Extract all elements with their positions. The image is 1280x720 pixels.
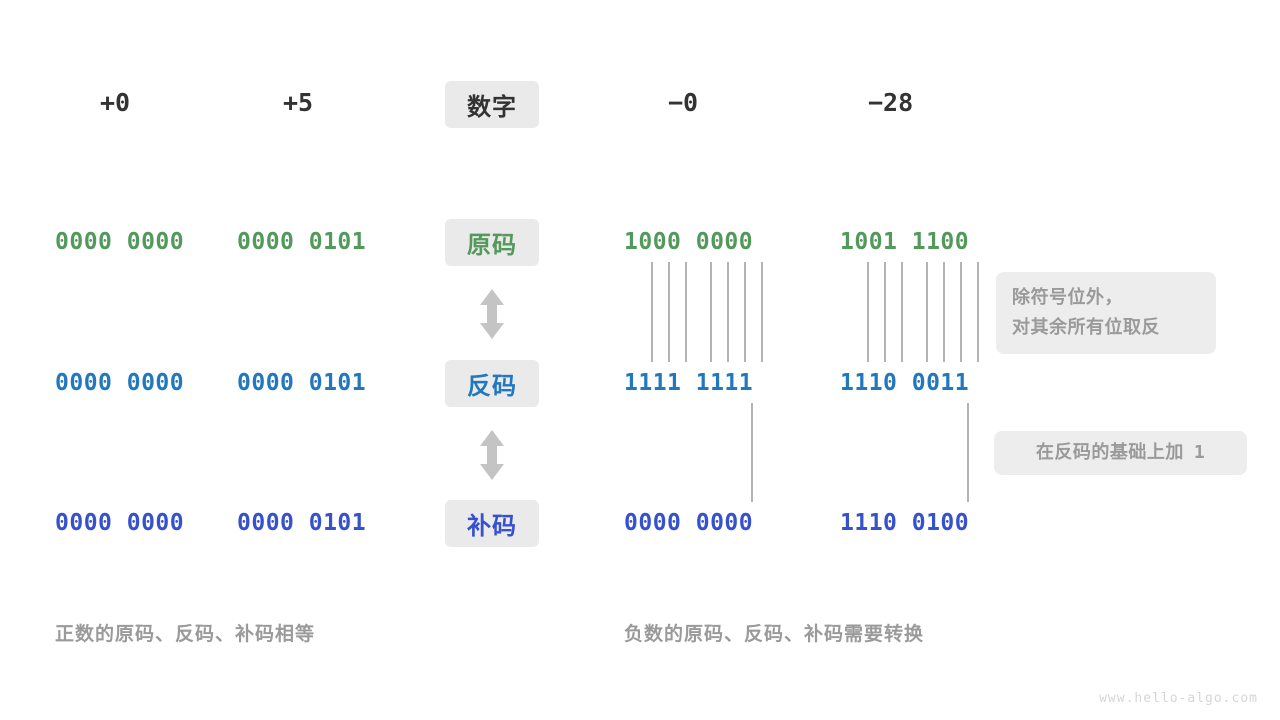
connector-line-carry-neg-zero (624, 403, 764, 502)
ones-complement-neg-twentyeight: 1110 0011 (840, 370, 970, 396)
ones-complement-pos-zero: 0000 0000 (55, 370, 185, 396)
row-chip-true-form: 原码 (445, 219, 539, 266)
true-form-neg-zero: 1000 0000 (624, 229, 754, 255)
note-invert-bits: 除符号位外， 对其余所有位取反 (996, 272, 1216, 354)
true-form-pos-five: 0000 0101 (237, 229, 367, 255)
header-value-pos-five: +5 (283, 88, 314, 117)
twos-complement-pos-zero: 0000 0000 (55, 510, 185, 536)
true-form-neg-twentyeight: 1001 1100 (840, 229, 970, 255)
connector-line-carry-neg-twentyeight (840, 403, 980, 502)
twos-complement-neg-twentyeight: 1110 0100 (840, 510, 970, 536)
watermark: www.hello-algo.com (1099, 691, 1258, 706)
ones-complement-neg-zero: 1111 1111 (624, 370, 754, 396)
header-value-pos-zero: +0 (100, 88, 131, 117)
row-chip-ones-complement: 反码 (445, 360, 539, 407)
row-chip-twos-complement: 补码 (445, 500, 539, 547)
caption-negative: 负数的原码、反码、补码需要转换 (624, 623, 925, 645)
note-invert-bits-line1: 除符号位外， (1012, 287, 1123, 308)
note-add-one: 在反码的基础上加 1 (994, 431, 1247, 475)
ones-complement-pos-five: 0000 0101 (237, 370, 367, 396)
connector-lines-invert-neg-twentyeight (840, 262, 980, 362)
double-arrow-icon-true-to-ones (477, 288, 507, 340)
header-value-neg-twentyeight: −28 (868, 88, 914, 117)
twos-complement-pos-five: 0000 0101 (237, 510, 367, 536)
connector-lines-invert-neg-zero (624, 262, 764, 362)
note-add-one-text: 在反码的基础上加 (1035, 442, 1184, 463)
true-form-pos-zero: 0000 0000 (55, 229, 185, 255)
twos-complement-neg-zero: 0000 0000 (624, 510, 754, 536)
caption-positive: 正数的原码、反码、补码相等 (55, 623, 316, 645)
header-value-neg-zero: −0 (668, 88, 699, 117)
note-invert-bits-line2: 对其余所有位取反 (1012, 317, 1160, 338)
double-arrow-icon-ones-to-twos (477, 429, 507, 481)
note-add-one-value: 1 (1193, 442, 1206, 463)
header-center-chip-number: 数字 (445, 81, 539, 128)
